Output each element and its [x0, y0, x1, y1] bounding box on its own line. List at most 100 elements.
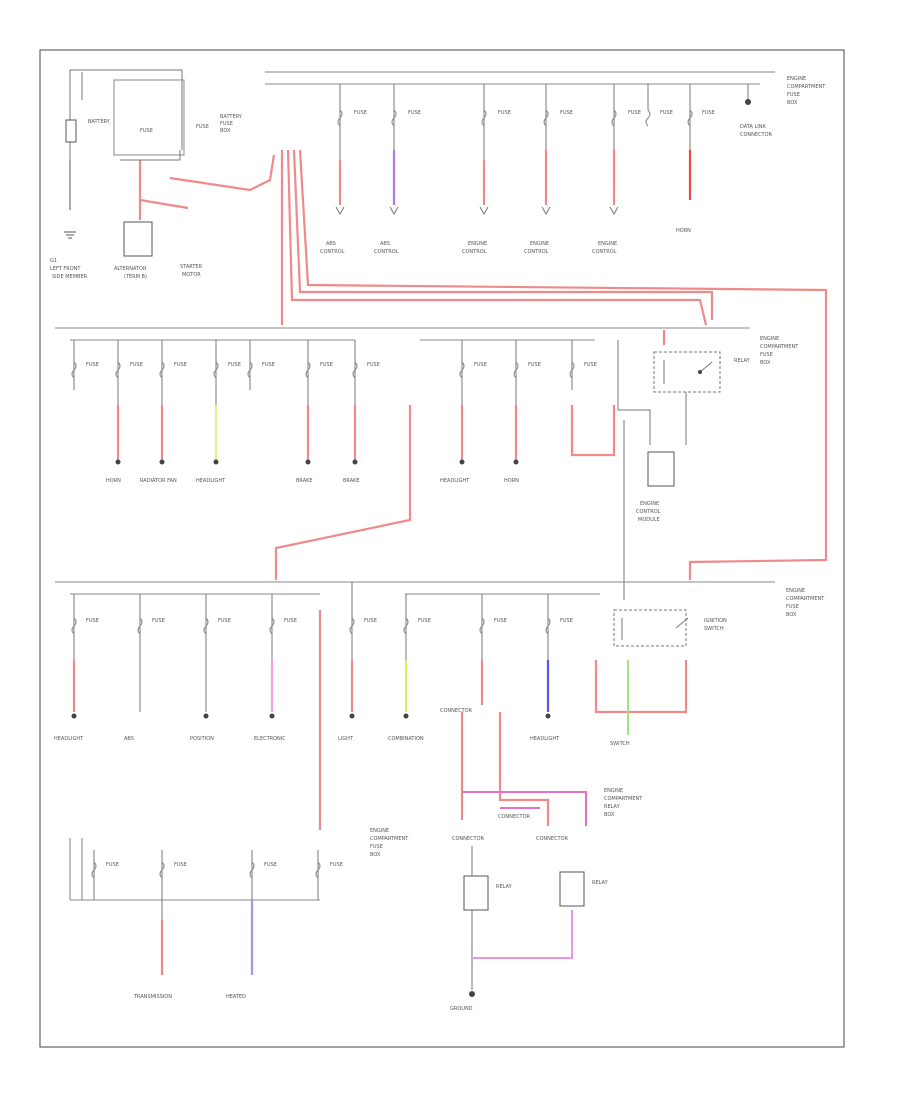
svg-text:FUSE: FUSE [408, 110, 421, 116]
svg-text:HEADLIGHT: HEADLIGHT [530, 736, 560, 742]
fuse-icon [71, 361, 575, 379]
svg-text:CONNECTOR: CONNECTOR [452, 836, 485, 842]
svg-text:FUSE: FUSE [367, 362, 380, 368]
svg-text:ENGINE: ENGINE [530, 241, 549, 247]
svg-text:ELECTRONIC: ELECTRONIC [254, 736, 286, 742]
svg-text:BOX: BOX [760, 360, 771, 366]
svg-text:FUSE: FUSE [86, 618, 99, 624]
ground-icon [469, 991, 475, 997]
svg-text:ABS: ABS [326, 241, 336, 247]
svg-text:BATTERY: BATTERY [88, 119, 111, 125]
svg-text:FUSE: FUSE [560, 110, 573, 116]
svg-text:ENGINE: ENGINE [468, 241, 487, 247]
svg-text:CONTROL: CONTROL [636, 509, 661, 515]
svg-text:CONTROL: CONTROL [320, 249, 345, 255]
svg-text:RELAY: RELAY [496, 884, 513, 890]
svg-text:SWITCH: SWITCH [610, 741, 630, 747]
svg-text:SIDE MEMBER: SIDE MEMBER [52, 274, 88, 280]
svg-text:MOTOR: MOTOR [182, 272, 201, 278]
svg-text:FUSE: FUSE [140, 128, 153, 134]
svg-text:HORN: HORN [676, 228, 691, 234]
svg-text:FUSE: FUSE [498, 110, 511, 116]
svg-text:ABS: ABS [380, 241, 390, 247]
svg-text:MODULE: MODULE [638, 517, 660, 523]
junction-connectors: CONNECTOR CONNECTOR ENGINE COMPARTMENT R… [440, 708, 643, 842]
diagram-frame [39, 49, 845, 1048]
svg-text:FUSE: FUSE [702, 110, 715, 116]
svg-text:RADIATOR FAN: RADIATOR FAN [140, 478, 177, 484]
svg-text:CONTROL: CONTROL [592, 249, 617, 255]
relay-icon [559, 871, 585, 907]
svg-text:DATA LINK: DATA LINK [740, 124, 766, 130]
svg-text:FUSE: FUSE [220, 121, 233, 127]
svg-text:FUSE: FUSE [152, 618, 165, 624]
ground-icon [64, 231, 76, 239]
battery-section: G1 LEFT FRONT SIDE MEMBER BATTERY FUSE F… [50, 69, 276, 280]
svg-text:FUSE: FUSE [228, 362, 241, 368]
svg-text:HORN: HORN [106, 478, 121, 484]
svg-text:FUSE: FUSE [174, 862, 187, 868]
alternator-icon [123, 221, 153, 257]
lower-fuse-branches: FUSE FUSE FUSE FUSE FUSE FUSE FUSE FUSE … [54, 582, 573, 742]
svg-text:FUSE: FUSE [262, 362, 275, 368]
svg-text:FUSE: FUSE [218, 618, 231, 624]
svg-text:BATTERY: BATTERY [220, 114, 243, 120]
svg-text:RELAY: RELAY [592, 880, 609, 886]
svg-text:COMBINATION: COMBINATION [388, 736, 424, 742]
svg-text:ENGINE: ENGINE [640, 501, 659, 507]
svg-text:ENGINE: ENGINE [760, 336, 779, 342]
svg-text:COMPARTMENT: COMPARTMENT [604, 796, 643, 802]
svg-text:BOX: BOX [604, 812, 615, 818]
battery-icon [65, 119, 77, 143]
svg-text:G1: G1 [50, 258, 57, 264]
svg-text:COMPARTMENT: COMPARTMENT [760, 344, 799, 350]
svg-text:RELAY: RELAY [734, 358, 751, 364]
svg-text:FUSE: FUSE [760, 352, 773, 358]
switch-icon [613, 609, 689, 647]
svg-text:BRAKE: BRAKE [296, 478, 313, 484]
svg-text:BOX: BOX [787, 100, 798, 106]
svg-text:ALTERNATOR: ALTERNATOR [114, 266, 147, 272]
svg-text:FUSE: FUSE [264, 862, 277, 868]
svg-text:HEADLIGHT: HEADLIGHT [196, 478, 226, 484]
bottom-fuse-branches: FUSE FUSE FUSE FUSE TRANSMISSION HEATED [91, 850, 343, 1000]
svg-text:FUSE: FUSE [628, 110, 641, 116]
svg-text:FUSE: FUSE [474, 362, 487, 368]
svg-text:FUSE: FUSE [786, 604, 799, 610]
svg-text:HEATED: HEATED [226, 994, 246, 1000]
svg-text:FUSE: FUSE [418, 618, 431, 624]
fuse-icon [337, 109, 693, 127]
svg-text:HEADLIGHT: HEADLIGHT [54, 736, 84, 742]
svg-text:BOX: BOX [370, 852, 381, 858]
connector-icon [335, 206, 619, 216]
svg-text:RELAY: RELAY [604, 804, 621, 810]
top-fuse-branches: FUSE FUSE FUSE FUSE FUSE FUSE FUSE DATA … [320, 84, 773, 255]
svg-text:FUSE: FUSE [320, 362, 333, 368]
svg-text:TRANSMISSION: TRANSMISSION [133, 994, 172, 1000]
relay-icon [653, 351, 721, 393]
splice-dot-icon [115, 459, 519, 465]
svg-text:FUSE: FUSE [106, 862, 119, 868]
svg-text:CONTROL: CONTROL [374, 249, 399, 255]
svg-text:FUSE: FUSE [660, 110, 673, 116]
svg-text:CONNECTOR: CONNECTOR [498, 814, 531, 820]
svg-text:FUSE: FUSE [284, 618, 297, 624]
svg-text:CONTROL: CONTROL [524, 249, 549, 255]
splice-dot-icon [745, 99, 751, 105]
svg-text:COMPARTMENT: COMPARTMENT [370, 836, 409, 842]
svg-text:ABS: ABS [124, 736, 134, 742]
svg-text:ENGINE: ENGINE [598, 241, 617, 247]
svg-text:STARTER: STARTER [180, 264, 203, 270]
svg-text:FUSE: FUSE [494, 618, 507, 624]
main-power-feed [274, 149, 828, 580]
svg-text:FUSE: FUSE [560, 618, 573, 624]
svg-text:CONNECTOR: CONNECTOR [740, 132, 773, 138]
svg-text:CONTROL: CONTROL [462, 249, 487, 255]
svg-text:LEFT FRONT: LEFT FRONT [50, 266, 81, 272]
svg-text:FUSE: FUSE [86, 362, 99, 368]
splice-dot-icon [71, 713, 551, 719]
svg-text:ENGINE: ENGINE [370, 828, 389, 834]
svg-text:(TERM B): (TERM B) [124, 274, 147, 280]
middle-fuse-branches: FUSE FUSE FUSE FUSE FUSE FUSE FUSE FUSE … [71, 340, 616, 484]
